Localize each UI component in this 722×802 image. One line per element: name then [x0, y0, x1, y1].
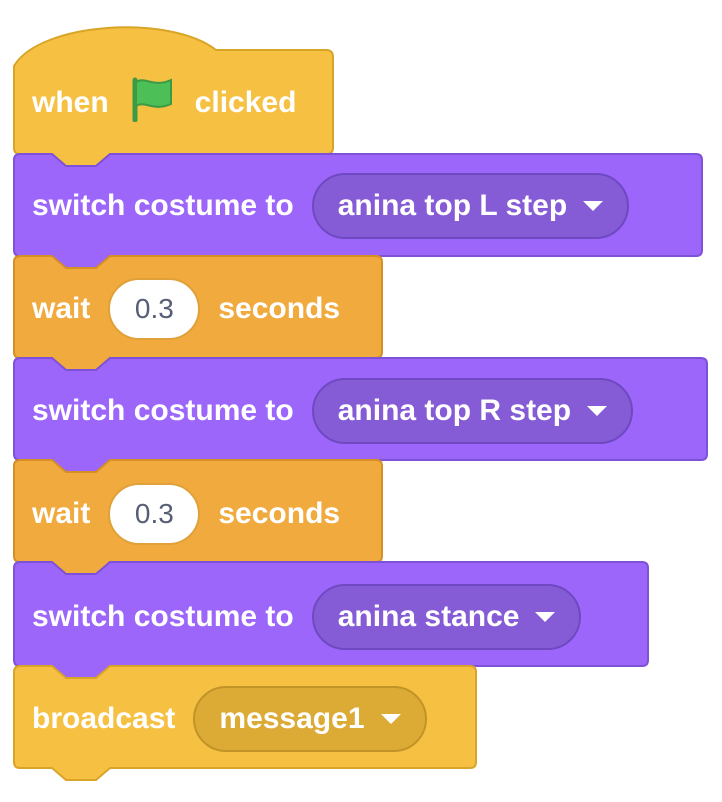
- hat-word-when: when: [32, 86, 109, 119]
- chevron-down-icon: [587, 406, 608, 416]
- costume-dropdown-2[interactable]: anina top R step: [311, 378, 634, 444]
- wait-seconds-input-1[interactable]: 0.3: [108, 278, 201, 340]
- costume-dropdown-3[interactable]: anina stance: [311, 584, 582, 650]
- switch-costume-row-3: switch costume to anina stance: [32, 582, 582, 652]
- wait-label: wait: [32, 292, 91, 325]
- costume-dropdown-value: anina stance: [337, 600, 520, 633]
- wait-seconds-input-2[interactable]: 0.3: [108, 483, 201, 545]
- seconds-label: seconds: [218, 292, 341, 325]
- broadcast-dropdown-value: message1: [219, 702, 365, 735]
- seconds-label: seconds: [218, 497, 341, 530]
- wait-row-1: wait 0.3 seconds: [32, 274, 340, 344]
- chevron-down-icon: [535, 612, 556, 622]
- hat-word-clicked: clicked: [194, 86, 297, 119]
- costume-dropdown-value: anina top R step: [337, 394, 572, 427]
- switch-costume-row-2: switch costume to anina top R step: [32, 376, 634, 446]
- costume-dropdown-value: anina top L step: [337, 189, 568, 222]
- switch-costume-row-1: switch costume to anina top L step: [32, 171, 630, 241]
- chevron-down-icon: [583, 201, 604, 211]
- broadcast-label: broadcast: [32, 702, 176, 735]
- chevron-down-icon: [380, 714, 401, 724]
- broadcast-message-dropdown[interactable]: message1: [193, 686, 427, 752]
- costume-dropdown-1[interactable]: anina top L step: [311, 173, 630, 239]
- wait-label: wait: [32, 497, 91, 530]
- wait-row-2: wait 0.3 seconds: [32, 479, 340, 549]
- when-flag-clicked-row: when clicked: [32, 68, 296, 138]
- switch-costume-label: switch costume to: [32, 189, 294, 222]
- broadcast-row: broadcast message1: [32, 684, 427, 754]
- switch-costume-label: switch costume to: [32, 394, 294, 427]
- green-flag-icon: [129, 76, 175, 130]
- switch-costume-label: switch costume to: [32, 600, 294, 633]
